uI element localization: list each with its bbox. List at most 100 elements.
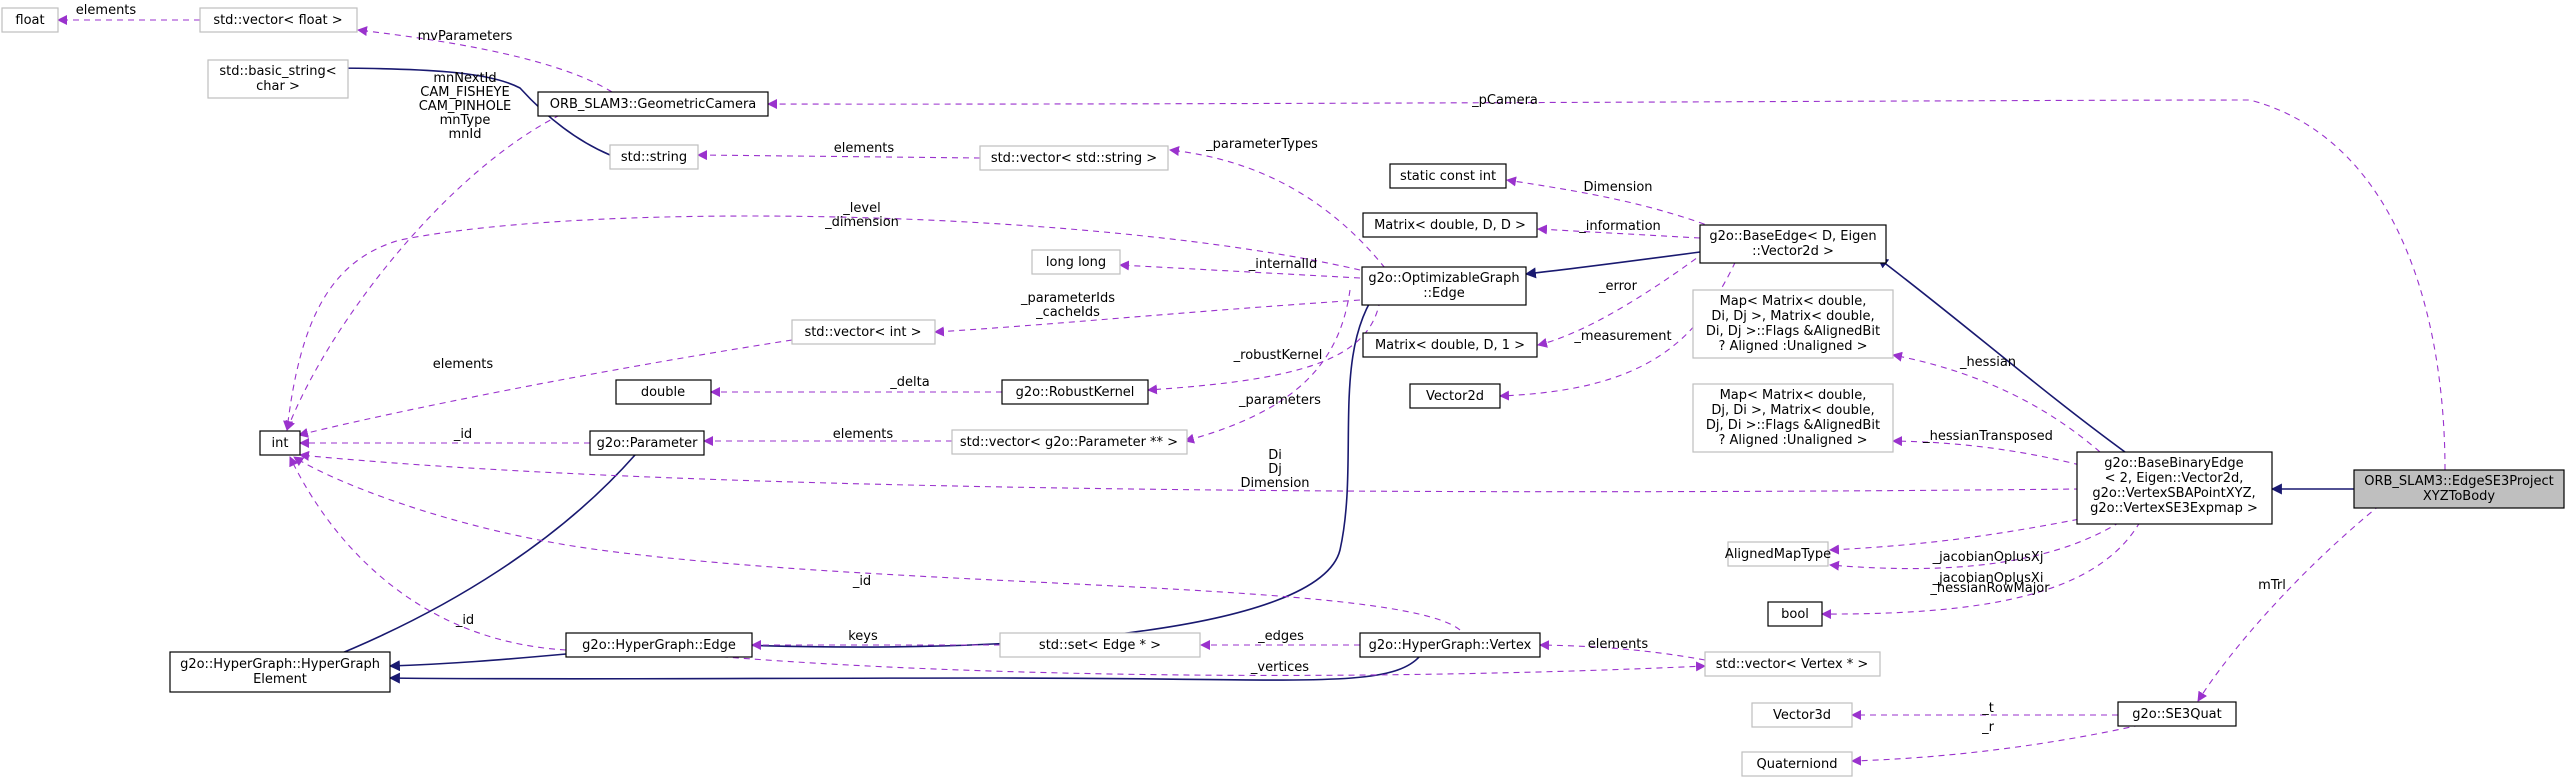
use-basebinary-to-map1 — [1892, 351, 2101, 453]
edge-label-measurement: _measurement — [1573, 329, 1671, 344]
inherit-baseedge-to-optedge — [1524, 251, 1701, 279]
node-long-long-label: long long — [1046, 255, 1106, 270]
edge-label-vertices: _vertices — [1250, 660, 1309, 675]
edge-label-information: _information — [1578, 219, 1661, 234]
node-base-edge[interactable]: g2o::BaseEdge< D, Eigen::Vector2d > — [1699, 224, 1887, 264]
node-std-string[interactable]: std::string — [609, 144, 699, 170]
node-double-label: double — [641, 385, 685, 400]
edge-label-int-elements: elements — [433, 357, 494, 372]
node-map-dj-di-label: Map< Matrix< double,Dj, Di >, Matrix< do… — [1706, 388, 1880, 448]
edge-label-p-camera: _pCamera — [1471, 93, 1538, 108]
node-hypergraph-vertex-label: g2o::HyperGraph::Vertex — [1369, 638, 1532, 653]
node-double[interactable]: double — [615, 379, 712, 405]
node-vector3d[interactable]: Vector3d — [1751, 702, 1853, 728]
edge-label-t: _t — [1981, 701, 1994, 716]
node-vector-parameter-label: std::vector< g2o::Parameter ** > — [960, 435, 1178, 450]
edge-label-vertex-elements: elements — [1588, 637, 1649, 652]
node-quaterniond[interactable]: Quaterniond — [1741, 751, 1853, 777]
node-optimizable-graph-edge[interactable]: g2o::OptimizableGraph::Edge — [1361, 266, 1527, 306]
node-matrix-d-1[interactable]: Matrix< double, D, 1 > — [1362, 332, 1538, 358]
use-basebinary-to-aligned-xj — [1829, 514, 2101, 555]
inherit-basebinary-to-baseedge — [1877, 257, 2126, 453]
edge-label-internal-id: _internalId — [1248, 257, 1317, 272]
edge-label-r: _r — [1981, 720, 1995, 735]
node-hypergraph-vertex[interactable]: g2o::HyperGraph::Vertex — [1359, 632, 1541, 658]
use-vecint-to-int — [298, 339, 793, 438]
use-basebinary-to-bool — [1821, 521, 2141, 620]
node-set-edge[interactable]: std::set< Edge * > — [999, 632, 1201, 658]
node-vector2d-label: Vector2d — [1426, 389, 1484, 404]
node-aligned-map-type[interactable]: AlignedMapType — [1725, 541, 1831, 567]
inherit-param-to-hgelem — [323, 454, 636, 662]
node-optimizable-graph-edge-label: g2o::OptimizableGraph::Edge — [1368, 271, 1519, 301]
node-vector-parameter[interactable]: std::vector< g2o::Parameter ** > — [951, 429, 1188, 455]
inherit-hgedge-to-hgelem — [388, 653, 567, 672]
node-matrix-d-d[interactable]: Matrix< double, D, D > — [1362, 212, 1538, 238]
edge-label-jacobian-xj: _jacobianOplusXj — [1932, 550, 2044, 565]
node-int[interactable]: int — [259, 430, 301, 456]
inherit-hgvertex-to-hgelem — [388, 655, 1421, 684]
edge-label-string-elements: elements — [834, 141, 895, 156]
node-vector-int[interactable]: std::vector< int > — [791, 319, 936, 345]
node-vector3d-label: Vector3d — [1773, 708, 1831, 723]
node-basic-string-label: std::basic_string<char > — [219, 64, 336, 94]
node-se3quat[interactable]: g2o::SE3Quat — [2117, 701, 2237, 727]
node-aligned-map-type-label: AlignedMapType — [1725, 547, 1831, 562]
edge-label-float-elements: elements — [76, 3, 137, 18]
edge-label-hessian-transposed: _hessianTransposed — [1922, 429, 2053, 444]
node-vector-float-label: std::vector< float > — [213, 13, 342, 28]
edge-label-jacobian-xi: _jacobianOplusXi — [1932, 571, 2044, 586]
node-robust-kernel[interactable]: g2o::RobustKernel — [1001, 379, 1149, 405]
node-map-di-dj-label: Map< Matrix< double,Di, Dj >, Matrix< do… — [1706, 294, 1880, 354]
use-basebinary-to-aligned-xi — [1829, 521, 2121, 571]
node-vector2d[interactable]: Vector2d — [1409, 383, 1501, 409]
node-basic-string[interactable]: std::basic_string<char > — [207, 59, 349, 99]
node-parameter[interactable]: g2o::Parameter — [589, 430, 705, 456]
edge-label-dimension: Dimension — [1583, 180, 1652, 195]
use-baseedge-to-matrixddd — [1537, 224, 1701, 239]
node-map-dj-di[interactable]: Map< Matrix< double,Dj, Di >, Matrix< do… — [1692, 383, 1894, 453]
use-baseedge-to-matrixdd1 — [1537, 251, 1706, 348]
edge-label-parameter-ids: _parameterIds_cacheIds — [1020, 291, 1115, 320]
node-static-const-int[interactable]: static const int — [1389, 163, 1507, 189]
use-baseedge-to-staticconst — [1506, 176, 1716, 229]
node-vector-vertex-label: std::vector< Vertex * > — [1716, 657, 1869, 672]
node-map-di-dj[interactable]: Map< Matrix< double,Di, Dj >, Matrix< do… — [1692, 289, 1894, 359]
use-basebinary-to-int-dim — [299, 450, 2081, 493]
node-float[interactable]: float — [1, 7, 59, 33]
node-base-binary-edge[interactable]: g2o::BaseBinaryEdge< 2, Eigen::Vector2d,… — [2076, 451, 2273, 525]
node-vector-float[interactable]: std::vector< float > — [199, 7, 358, 33]
use-optedge-to-int-level — [283, 215, 1361, 431]
edge-label-hessian-row-major: _hessianRowMajor — [1929, 581, 2050, 596]
edge-label-edges: _edges — [1257, 629, 1304, 644]
node-std-string-label: std::string — [621, 150, 687, 165]
node-vector-vertex[interactable]: std::vector< Vertex * > — [1704, 651, 1881, 677]
use-vecstring-to-stdstring — [697, 150, 981, 161]
edge-label-parameter-types: _parameterTypes — [1205, 137, 1318, 152]
node-vector-int-label: std::vector< int > — [804, 325, 921, 340]
use-se3-to-geomcam — [767, 99, 2446, 471]
node-int-label: int — [272, 436, 289, 451]
use-hgvertex-to-int — [293, 456, 1461, 631]
node-hypergraph-edge[interactable]: g2o::HyperGraph::Edge — [565, 632, 753, 658]
node-bool[interactable]: bool — [1767, 601, 1823, 627]
node-long-long[interactable]: long long — [1031, 249, 1121, 275]
use-basebinary-to-map2 — [1892, 436, 2081, 466]
node-bool-label: bool — [1781, 607, 1809, 622]
node-vector-string[interactable]: std::vector< std::string > — [979, 145, 1169, 171]
node-matrix-d-d-label: Matrix< double, D, D > — [1374, 218, 1526, 233]
node-se3quat-label: g2o::SE3Quat — [2132, 707, 2222, 722]
node-set-edge-label: std::set< Edge * > — [1039, 638, 1161, 653]
node-geometric-camera[interactable]: ORB_SLAM3::GeometricCamera — [537, 91, 769, 117]
use-geomcam-to-int — [285, 114, 561, 431]
node-static-const-int-label: static const int — [1400, 169, 1496, 184]
edge-label-m-trl: mTrl — [2258, 578, 2286, 593]
node-vector-string-label: std::vector< std::string > — [991, 151, 1157, 166]
use-se3-to-se3quat — [2197, 504, 2381, 702]
